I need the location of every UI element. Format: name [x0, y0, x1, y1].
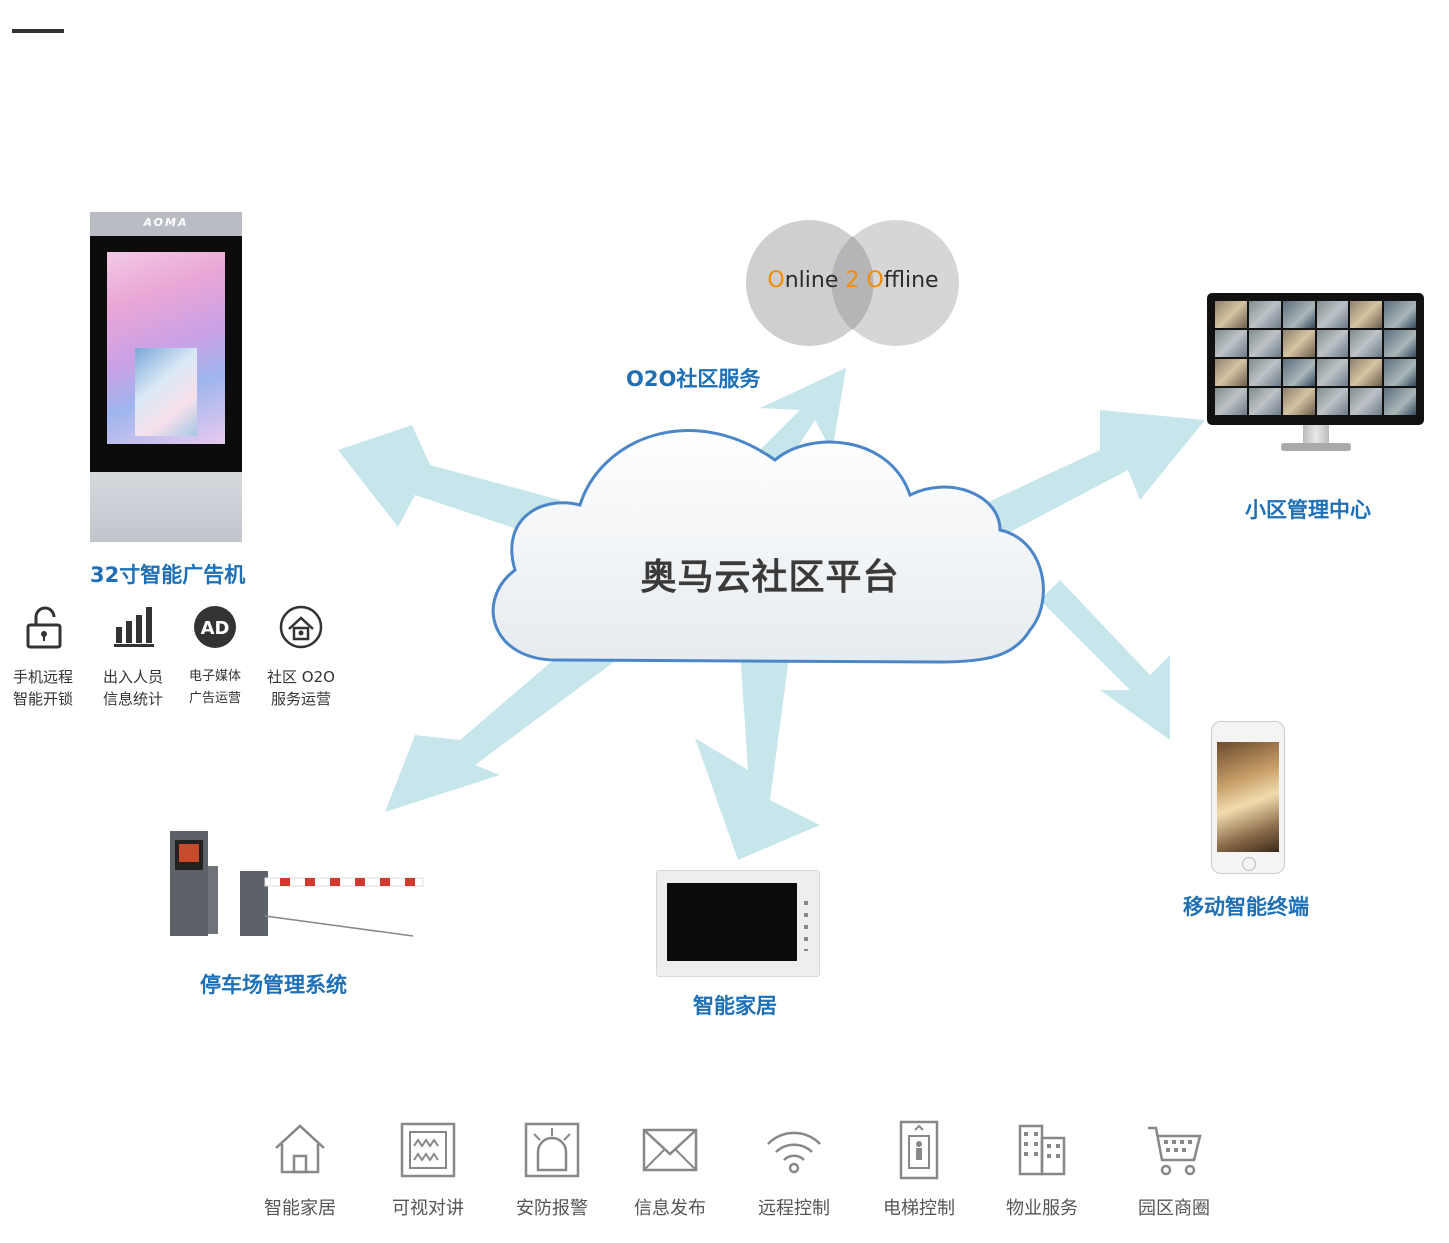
unlock-icon — [22, 605, 66, 653]
service-label: 安防报警 — [516, 1198, 588, 1219]
elevator-icon — [899, 1120, 939, 1180]
bar-chart-icon — [112, 605, 156, 653]
arrow-to-monitor — [950, 410, 1205, 548]
arrow-to-mobile — [1040, 580, 1170, 740]
service-smart-home: 智能家居 — [250, 1120, 350, 1220]
cloud-title: 奥马云社区平台 — [640, 557, 900, 598]
smart-home-label: 智能家居 — [693, 994, 777, 1018]
kiosk-brand: AOMA — [143, 216, 189, 229]
service-label: 智能家居 — [264, 1198, 336, 1219]
kiosk-image: AOMA — [90, 212, 242, 542]
house-icon — [275, 1124, 325, 1174]
kiosk-label: 32寸智能广告机 — [90, 563, 246, 587]
service-alarm: 安防报警 — [502, 1120, 602, 1220]
cart-icon — [1148, 1126, 1202, 1176]
top-dash — [12, 29, 64, 33]
service-label: 远程控制 — [758, 1198, 830, 1219]
alarm-icon — [524, 1122, 580, 1178]
feature-unlock-label: 手机远程智能开锁 — [12, 668, 73, 708]
service-elevator: 电梯控制 — [869, 1120, 969, 1220]
service-label: 物业服务 — [1006, 1198, 1078, 1219]
arrow-to-kiosk — [338, 425, 560, 540]
home-service-icon — [279, 605, 323, 653]
cloud-shape — [491, 429, 1045, 664]
feature-ad-label: 电子媒体广告运营 — [188, 669, 241, 706]
intercom-icon — [400, 1122, 456, 1178]
arrow-to-smarthome — [695, 650, 820, 860]
building-icon — [1018, 1124, 1066, 1176]
feature-stats-label: 出入人员信息统计 — [102, 668, 163, 708]
smart-panel-image — [656, 870, 820, 977]
ad-badge-text: AD — [201, 618, 230, 639]
phone-image — [1211, 721, 1285, 874]
monitor-image — [1207, 293, 1424, 463]
o2o-label: O2O社区服务 — [626, 367, 761, 391]
mail-icon — [642, 1128, 698, 1172]
service-intercom: 可视对讲 — [378, 1120, 478, 1220]
mgmt-center-label: 小区管理中心 — [1245, 498, 1371, 522]
arrow-to-parking — [385, 620, 630, 812]
wifi-icon — [767, 1131, 821, 1174]
o2o-venn — [746, 220, 959, 346]
service-label: 园区商圈 — [1138, 1198, 1210, 1219]
parking-label: 停车场管理系统 — [200, 973, 347, 997]
service-label: 可视对讲 — [392, 1198, 464, 1219]
ad-icon: AD — [193, 605, 237, 653]
service-label: 电梯控制 — [883, 1198, 955, 1219]
service-property: 物业服务 — [992, 1120, 1092, 1220]
mobile-label: 移动智能终端 — [1183, 895, 1309, 919]
service-commerce: 园区商圈 — [1124, 1120, 1224, 1220]
service-info: 信息发布 — [620, 1120, 720, 1220]
parking-barrier-image — [170, 831, 424, 937]
service-label: 信息发布 — [634, 1198, 706, 1219]
service-remote: 远程控制 — [744, 1120, 844, 1220]
o2o-circle-text: Online 2 Offline — [767, 268, 939, 293]
